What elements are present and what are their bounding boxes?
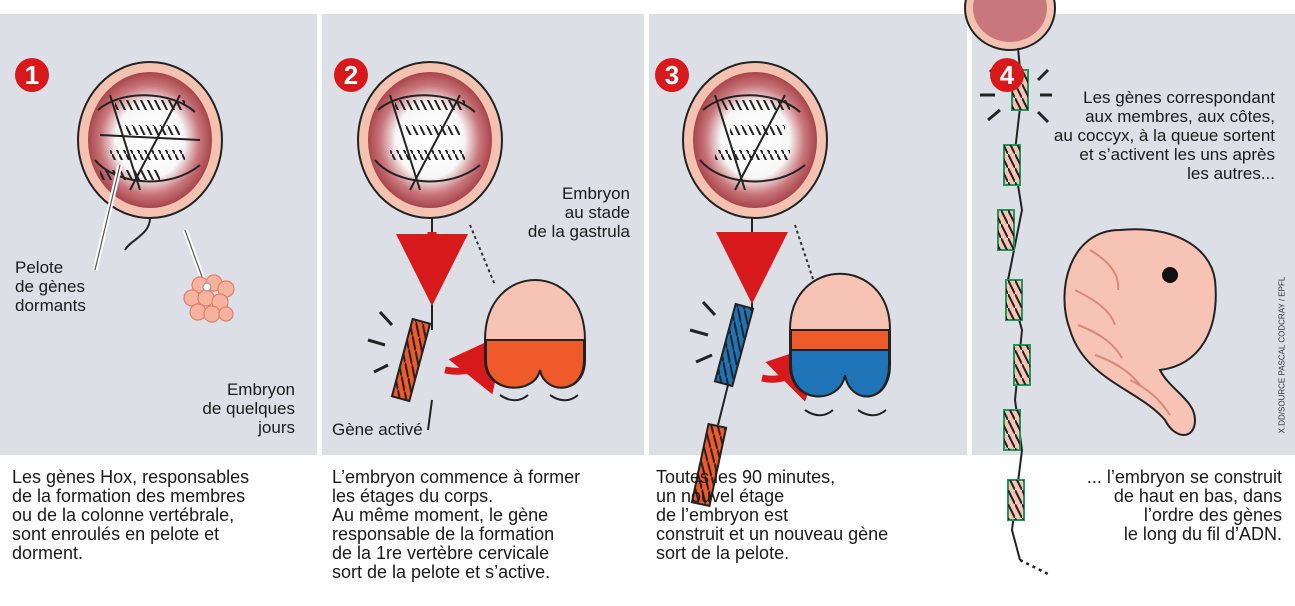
cell-nucleus-1 — [78, 62, 222, 250]
gastrula-embryo-2 — [485, 280, 585, 400]
source-credit: X.DD/SOURCE PASCAL CODCRAY / EPFL — [1272, 255, 1292, 455]
cell-nucleus-2 — [358, 62, 502, 218]
label-embryo-age: Embryon de quelques jours — [180, 380, 295, 437]
step-4-badge: 4 — [990, 58, 1024, 92]
activated-gene-coil — [392, 319, 430, 401]
cell-nucleus-3 — [683, 62, 827, 218]
step-3-badge: 3 — [655, 58, 689, 92]
right-arrow-2 — [445, 355, 488, 371]
caption-3: Toutes les 90 minutes, un nouvel étage d… — [656, 468, 956, 563]
label-gastrula: Embryon au stade de la gastrula — [520, 184, 630, 241]
gastrula-embryo-3 — [790, 274, 890, 416]
step-4-text: Les gènes correspondant aux membres, aux… — [1045, 88, 1275, 183]
caption-1: Les gènes Hox, responsables de la format… — [12, 468, 312, 563]
gene-coils-dna — [998, 70, 1030, 520]
activation-rays — [368, 312, 392, 372]
blue-gene-coil — [715, 304, 753, 386]
label-dormant-cluster: Pelote de gènes dormants — [15, 258, 86, 315]
caption-4: ... l’embryon se construit de haut en ba… — [1050, 468, 1282, 544]
embryo-eye — [1162, 267, 1178, 283]
step-2-badge: 2 — [334, 58, 368, 92]
early-embryo-morula — [184, 275, 234, 322]
nucleus-partial-4 — [965, 0, 1055, 50]
fetal-embryo — [1064, 229, 1215, 435]
step-1-badge: 1 — [15, 58, 49, 92]
label-activated-gene: Gène activé — [332, 420, 423, 439]
caption-2: L’embryon commence à former les étages d… — [332, 468, 642, 582]
